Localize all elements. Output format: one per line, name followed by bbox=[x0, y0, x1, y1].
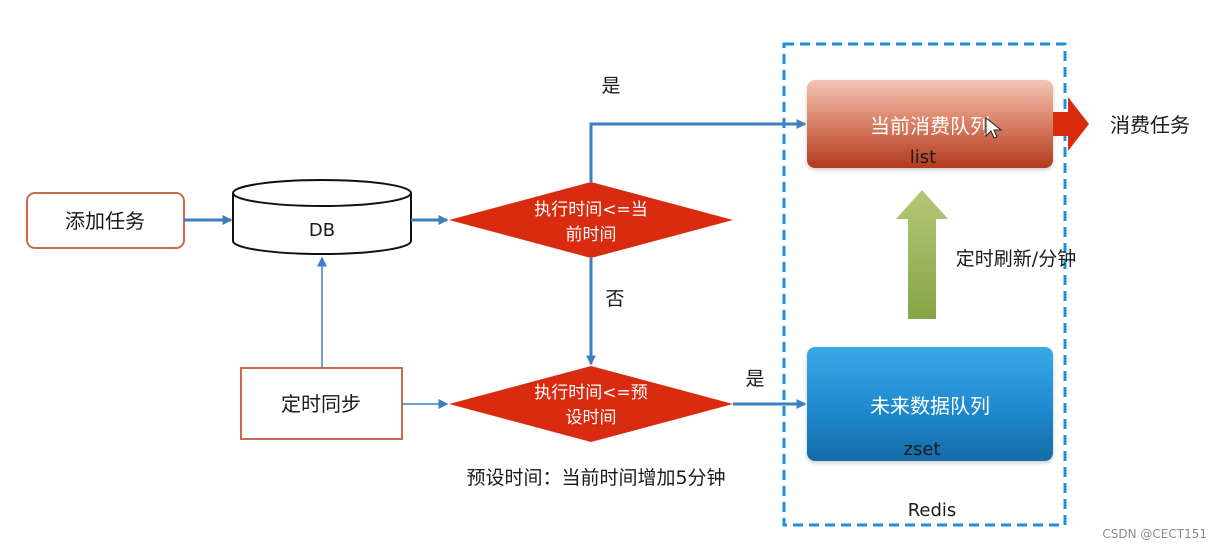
current-consume-queue-box bbox=[807, 80, 1053, 168]
preset-time-note: 预设时间：当前时间增加5分钟 bbox=[466, 467, 725, 489]
redis-label: Redis bbox=[908, 500, 957, 521]
refresh-label: 定时刷新/分钟 bbox=[956, 248, 1076, 270]
decision-preset-line-1: 执行时间<=预 bbox=[534, 383, 648, 403]
watermark: CSDN @CECT151 bbox=[1102, 527, 1207, 541]
timed-sync-label: 定时同步 bbox=[281, 392, 361, 416]
mouse-pointer-icon bbox=[985, 116, 1003, 139]
future-queue-type: zset bbox=[904, 439, 941, 460]
refresh-up-arrow bbox=[896, 190, 948, 319]
no-label: 否 bbox=[605, 288, 624, 310]
current-queue-title: 当前消费队列 bbox=[870, 114, 990, 138]
yes-bottom-label: 是 bbox=[745, 368, 764, 390]
future-data-queue-box bbox=[807, 347, 1053, 461]
decision-yes-to-current-queue-arrow bbox=[589, 119, 807, 182]
consume-task-label: 消费任务 bbox=[1110, 113, 1190, 137]
yes-top-label: 是 bbox=[601, 75, 620, 97]
current-queue-type: list bbox=[910, 147, 936, 168]
redis-container bbox=[782, 42, 1067, 527]
db-label: DB bbox=[309, 220, 335, 241]
consume-arrow bbox=[1053, 97, 1089, 151]
decision-preset-diamond bbox=[449, 366, 733, 442]
decision-now-diamond bbox=[449, 182, 733, 258]
decision-preset-line-2: 设时间 bbox=[566, 408, 617, 428]
decision-now-line-2: 前时间 bbox=[566, 225, 617, 245]
decision-now-line-1: 执行时间<=当 bbox=[534, 200, 648, 220]
db-cylinder bbox=[232, 179, 412, 255]
add-task-label: 添加任务 bbox=[65, 209, 145, 233]
future-queue-title: 未来数据队列 bbox=[870, 394, 990, 418]
